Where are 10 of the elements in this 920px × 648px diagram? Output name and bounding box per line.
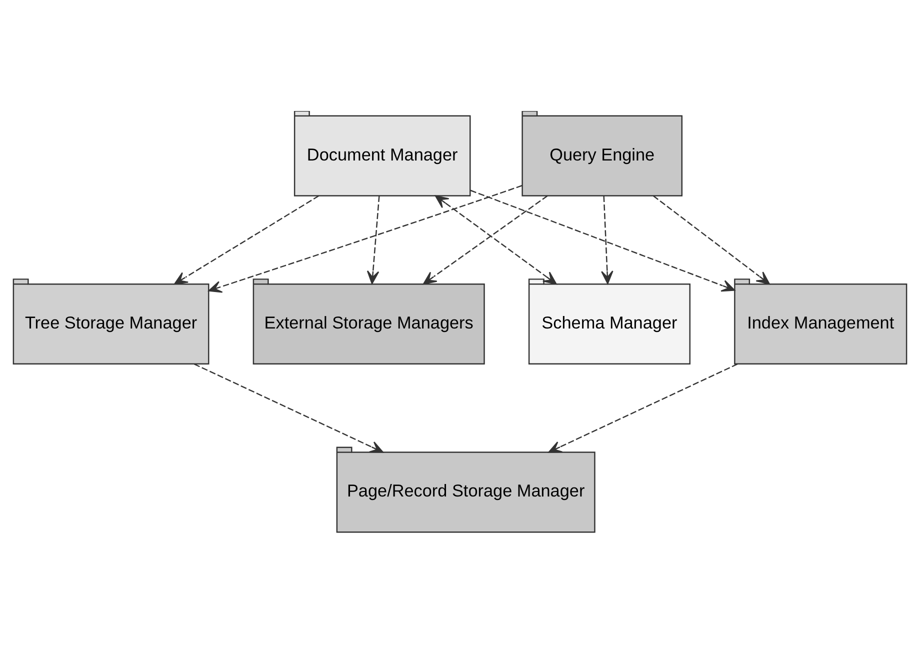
- arrow: [208, 184, 522, 293]
- arrow: [422, 195, 548, 284]
- arrow: [470, 190, 736, 292]
- arrow: [366, 196, 380, 284]
- arrow: [601, 196, 614, 284]
- arrow: [652, 195, 770, 284]
- arrow: [194, 364, 384, 453]
- arrow: [174, 195, 320, 284]
- arrow: [434, 195, 557, 284]
- arrow: [548, 364, 738, 453]
